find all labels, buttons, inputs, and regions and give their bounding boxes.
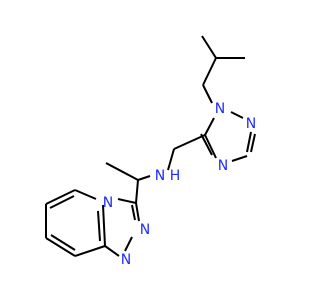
triazole-n2-label: N xyxy=(246,116,256,132)
bond-ch2-nh xyxy=(167,148,175,171)
bond-n1-n2 xyxy=(230,111,244,119)
bond-n2prime-c8a xyxy=(104,245,120,257)
bond-n4-c5 xyxy=(204,134,217,159)
molecule-structure: N N N N H N N N xyxy=(45,35,256,268)
bond-c3prime-n1prime xyxy=(135,202,140,222)
bond-c8prime-c8a xyxy=(74,245,106,257)
bond-c5-ch2 xyxy=(173,134,206,150)
bond-nbridge-c5prime xyxy=(74,189,97,200)
bond-isobutyl-ch2 xyxy=(202,84,213,104)
bond-c8a-nbridge-double xyxy=(97,210,101,242)
bond-ch-c3prime xyxy=(135,179,139,204)
triazole-n1-label: N xyxy=(215,101,225,117)
bond-n4-c5-double xyxy=(200,133,213,156)
bond-methyl-a xyxy=(201,35,217,59)
bond-isobutyl-ch xyxy=(202,57,217,86)
bond-c7prime-c8prime xyxy=(45,237,76,257)
fused-n2-label: N xyxy=(121,252,131,268)
amine-h-label: H xyxy=(170,168,181,184)
bridge-n-label: N xyxy=(103,195,113,211)
bond-ch-methyl xyxy=(105,162,139,181)
bond-c3prime-n1prime-double xyxy=(131,204,136,221)
bond-c5prime-c6prime xyxy=(45,189,76,205)
bond-n2-c3 xyxy=(246,131,252,153)
bond-nh-ch xyxy=(137,175,151,181)
bond-c8a-nbridge xyxy=(102,204,106,247)
molecule-canvas: N N N N H N N N xyxy=(45,35,257,268)
triazole-n4-label: N xyxy=(218,158,228,174)
bond-n1-c5 xyxy=(204,117,215,136)
bond-n2-c3-double xyxy=(250,133,256,153)
bond-c7prime-c8prime-double xyxy=(50,234,76,251)
fused-n1-label: N xyxy=(140,222,150,238)
bond-c3prime-nbridge xyxy=(117,198,137,204)
bond-c5prime-c6prime-double xyxy=(49,195,75,209)
bond-c3-n4 xyxy=(231,155,248,162)
amine-n-label: N xyxy=(155,168,165,184)
bond-n1prime-n2prime xyxy=(124,236,133,252)
